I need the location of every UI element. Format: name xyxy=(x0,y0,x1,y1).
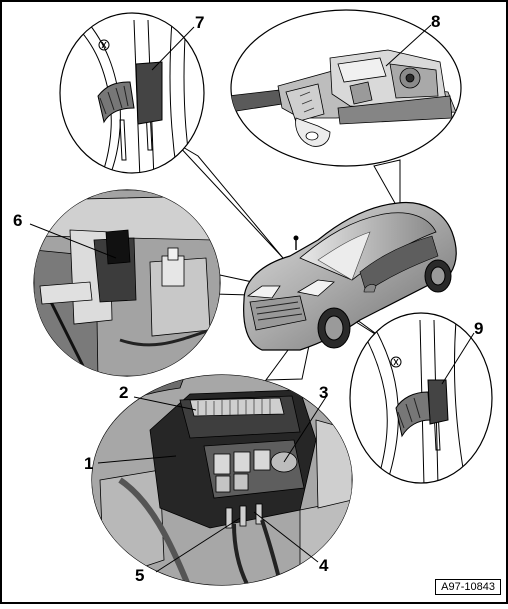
figure-id-label: A97-10843 xyxy=(435,579,501,595)
callout-4: 4 xyxy=(319,556,329,575)
car-illustration xyxy=(243,201,457,351)
callout-9: 9 xyxy=(474,319,484,338)
callout-3: 3 xyxy=(319,383,329,402)
leader-lines xyxy=(29,24,475,573)
callout-1: 1 xyxy=(84,454,94,473)
detail-view-9 xyxy=(349,312,493,484)
callout-6: 6 xyxy=(13,211,23,230)
detail-view-relay-box xyxy=(91,374,353,586)
detail-view-6 xyxy=(33,189,221,377)
callout-2: 2 xyxy=(119,383,129,402)
callout-5: 5 xyxy=(135,566,145,585)
callout-8: 8 xyxy=(431,12,441,31)
detail-view-8 xyxy=(230,9,462,167)
callout-7: 7 xyxy=(195,13,205,32)
